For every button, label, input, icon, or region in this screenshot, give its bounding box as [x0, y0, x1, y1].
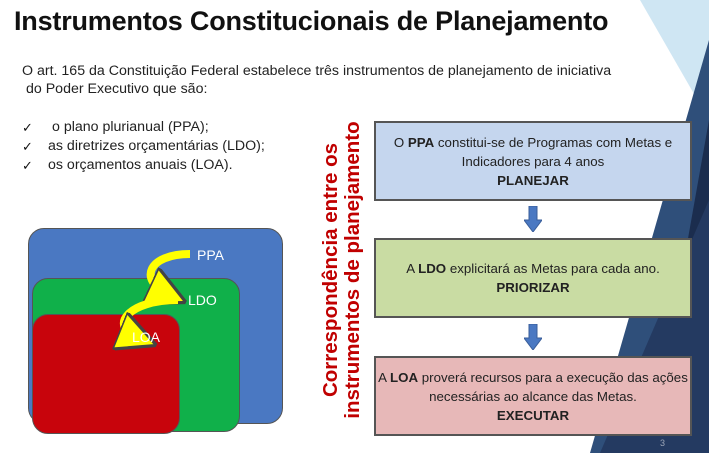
ldo-label: LDO: [188, 292, 217, 308]
flow-text: A LOA proverá recursos para a execução d…: [378, 369, 688, 404]
instrument-checklist: ✓ o plano plurianual (PPA); ✓ as diretri…: [22, 118, 265, 175]
nested-instruments-diagram: PPA LDO LOA: [28, 228, 283, 436]
list-item: ✓ os orçamentos anuais (LOA).: [22, 156, 265, 175]
flow-action: PRIORIZAR: [496, 280, 570, 295]
down-arrow-icon: [524, 324, 542, 350]
flow-text: A LDO explicitará as Metas para cada ano…: [406, 261, 660, 276]
checkmark-icon: ✓: [22, 158, 33, 173]
flow-action: EXECUTAR: [496, 407, 570, 423]
list-item-text: as diretrizes orçamentárias (LDO);: [48, 138, 265, 154]
ppa-label: PPA: [197, 247, 224, 263]
down-arrow-icon: [524, 206, 542, 232]
ldo-flow-box: A LDO explicitará as Metas para cada ano…: [374, 238, 692, 318]
flow-key-term: LOA: [389, 369, 419, 385]
ppa-flow-box: O PPA constitui-se de Programas com Meta…: [374, 121, 692, 201]
list-item-text: o plano plurianual (PPA);: [52, 119, 209, 135]
flow-key-term: PPA: [407, 134, 435, 150]
vertical-title-line-2: instrumentos de planejamento: [341, 121, 364, 419]
loa-flow-box: A LOA proverá recursos para a execução d…: [374, 356, 692, 436]
loa-label: LOA: [132, 329, 161, 345]
vertical-title-line-1: Correspondência entre os: [319, 142, 342, 398]
intro-text: O art. 165 da Constituição Federal estab…: [22, 62, 622, 98]
slide-title: Instrumentos Constitucionais de Planejam…: [14, 6, 609, 36]
ldo-to-loa-arrow: [124, 296, 179, 338]
flow-key-term: LDO: [418, 261, 447, 276]
page-number: 3: [660, 438, 666, 448]
correspondence-vertical-title: Correspondência entre os instrumentos de…: [319, 110, 364, 430]
list-item: ✓ o plano plurianual (PPA);: [22, 118, 265, 137]
curved-arrows: [28, 250, 191, 436]
checkmark-icon: ✓: [22, 120, 33, 135]
intro-line-2: do Poder Executivo que são:: [26, 81, 208, 97]
list-item: ✓ as diretrizes orçamentárias (LDO);: [22, 137, 265, 156]
intro-line-1: O art. 165 da Constituição Federal estab…: [22, 63, 612, 79]
flow-action: PLANEJAR: [497, 172, 569, 188]
flow-text: O PPA constitui-se de Programas com Meta…: [393, 134, 673, 169]
ppa-to-ldo-arrow: [151, 250, 191, 294]
checkmark-icon: ✓: [22, 139, 33, 154]
list-item-text: os orçamentos anuais (LOA).: [48, 157, 233, 173]
